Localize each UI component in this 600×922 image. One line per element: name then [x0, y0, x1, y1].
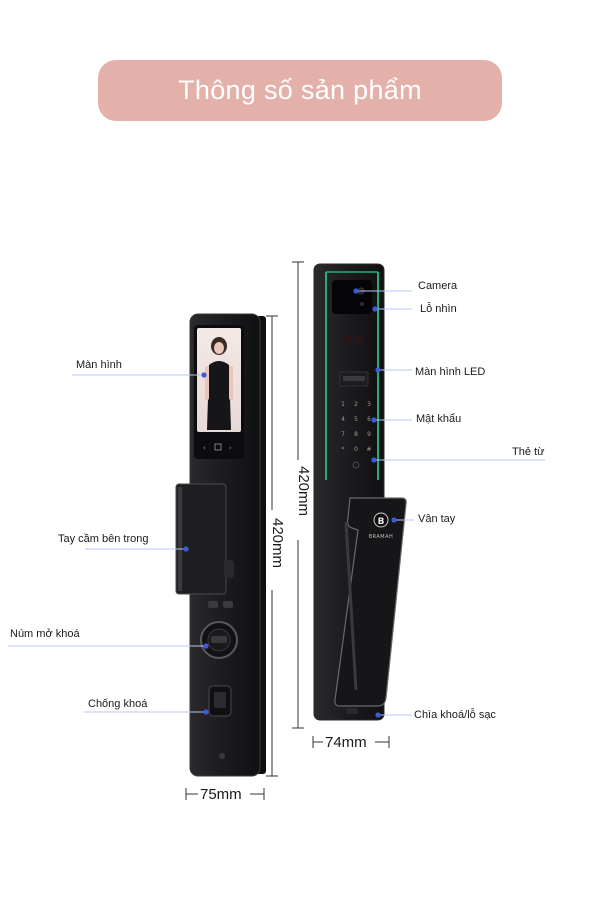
svg-text:3: 3 — [367, 401, 371, 408]
dimension-width-inner: 75mm — [200, 786, 242, 803]
label-password: Mật khẩu — [416, 413, 462, 425]
svg-text:2: 2 — [354, 401, 358, 408]
svg-text:0: 0 — [354, 446, 358, 453]
outer-lock: 1 2 3 4 5 6 7 8 9 * 0 # B BRAMAH — [313, 263, 407, 721]
callout-dots-left — [183, 372, 209, 715]
svg-text:*: * — [342, 446, 345, 453]
svg-text:7: 7 — [341, 431, 345, 438]
svg-text:8: 8 — [354, 431, 358, 438]
svg-text:5: 5 — [354, 416, 358, 423]
inner-handle — [175, 483, 227, 595]
inner-lock: ‹ › — [175, 313, 266, 777]
svg-text:4: 4 — [341, 416, 345, 423]
label-fingerprint: Vân tay — [418, 513, 456, 525]
label-unlock-knob: Núm mở khoá — [10, 628, 80, 640]
dimension-width-outer: 74mm — [325, 734, 367, 751]
label-screen: Màn hình — [76, 359, 122, 371]
brand-name: BRAMAH — [369, 534, 394, 540]
dimension-height-outer: 420mm — [295, 466, 312, 517]
page-title: Thông số sản phẩm — [178, 75, 422, 105]
svg-text:9: 9 — [367, 431, 371, 438]
dimension-height-inner: 420mm — [269, 518, 286, 569]
label-anti-lock: Chống khoá — [88, 698, 148, 710]
svg-text:‹: ‹ — [203, 444, 206, 452]
callout-lines-left — [8, 374, 206, 713]
keypad: 1 2 3 4 5 6 7 8 9 * 0 # — [341, 401, 371, 453]
label-led-screen: Màn hình LED — [415, 366, 486, 378]
svg-text:B: B — [378, 517, 385, 527]
label-inner-handle: Tay cầm bên trong — [58, 533, 149, 545]
label-peephole: Lỗ nhìn — [420, 303, 457, 315]
title-banner: Thông số sản phẩm — [98, 60, 502, 121]
camera-module — [332, 280, 372, 314]
callout-dots-right — [353, 288, 397, 718]
svg-text:›: › — [229, 444, 232, 452]
label-camera: Camera — [418, 280, 458, 292]
brand-logo — [373, 512, 389, 528]
label-card: Thẻ từ — [512, 446, 545, 458]
label-key-charge: Chìa khoá/lỗ sạc — [414, 709, 496, 721]
dimension-lines — [185, 261, 390, 800]
svg-text:1: 1 — [341, 401, 345, 408]
callout-lines-right — [356, 290, 545, 716]
svg-text:6: 6 — [367, 416, 371, 423]
svg-text:#: # — [366, 446, 371, 453]
